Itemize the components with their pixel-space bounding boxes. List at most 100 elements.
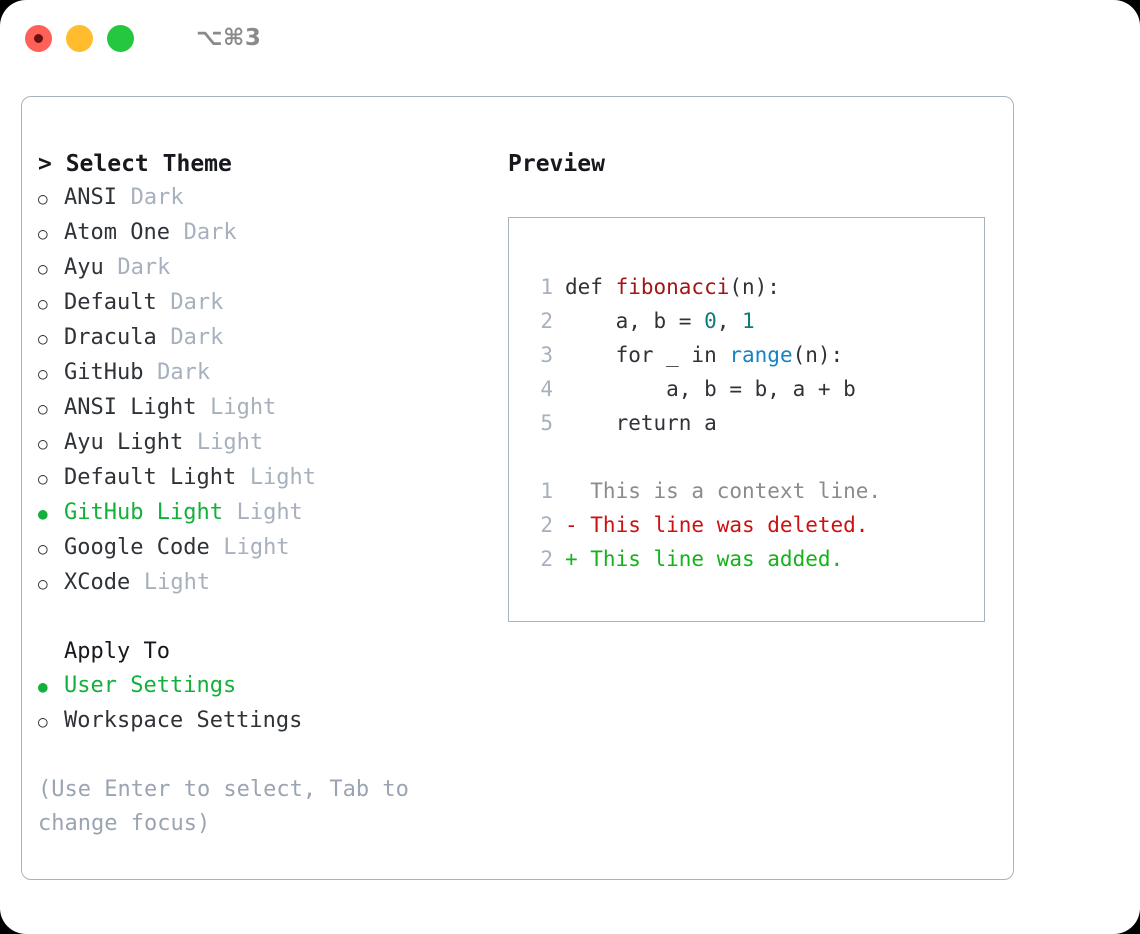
code-line: 4 a, b = b, a + b bbox=[527, 372, 984, 406]
theme-name-label: Default Light bbox=[64, 465, 237, 490]
theme-list-item[interactable]: ○ Ayu Dark bbox=[38, 251, 508, 286]
select-theme-header: > Select Theme bbox=[38, 151, 232, 177]
radio-unselected-icon: ○ bbox=[38, 259, 48, 278]
line-number: 4 bbox=[540, 377, 553, 401]
theme-name-label: Atom One bbox=[64, 220, 170, 245]
theme-kind-label: Light bbox=[143, 570, 211, 595]
apply-to-option[interactable]: ● User Settings bbox=[38, 669, 508, 704]
theme-name-label: Ayu bbox=[64, 255, 104, 280]
theme-kind-label: Dark bbox=[117, 255, 171, 280]
code-token: , bbox=[716, 309, 743, 333]
theme-kind-label: Dark bbox=[170, 290, 224, 315]
keyboard-shortcut-label: ⌥⌘3 bbox=[196, 25, 262, 51]
radio-unselected-icon: ○ bbox=[38, 574, 48, 593]
radio-unselected-icon: ○ bbox=[38, 189, 48, 208]
close-button[interactable] bbox=[25, 24, 52, 52]
title-bar: ⌥⌘3 bbox=[0, 0, 1140, 76]
code-line: 2 a, b = 0, 1 bbox=[527, 304, 984, 338]
line-number: 1 bbox=[540, 275, 553, 299]
code-line-text: a, b = 0, 1 bbox=[565, 304, 755, 338]
theme-kind-label: Light bbox=[236, 500, 303, 525]
theme-kind-label: Dark bbox=[130, 185, 184, 210]
diff-line: 1 This is a context line. bbox=[527, 474, 984, 508]
theme-list-item[interactable]: ○ ANSI Dark bbox=[38, 181, 508, 216]
diff-line: 2- This line was deleted. bbox=[527, 508, 984, 542]
code-line-text: def fibonacci(n): bbox=[565, 270, 780, 304]
code-diff-separator bbox=[527, 440, 984, 474]
apply-to-option-label: User Settings bbox=[64, 673, 237, 698]
theme-kind-label: Dark bbox=[157, 360, 211, 385]
code-line-text: for _ in range(n): bbox=[565, 338, 844, 372]
minimize-button[interactable] bbox=[66, 24, 93, 52]
radio-unselected-icon: ○ bbox=[38, 224, 48, 243]
theme-name-label: Ayu Light bbox=[64, 430, 184, 455]
maximize-button[interactable] bbox=[107, 24, 134, 52]
theme-list-item[interactable]: ○ ANSI Light Light bbox=[38, 391, 508, 426]
theme-name-label: XCode bbox=[64, 570, 131, 595]
theme-list-item[interactable]: ○ XCode Light bbox=[38, 566, 508, 601]
radio-unselected-icon: ○ bbox=[38, 434, 48, 453]
theme-kind-label: Dark bbox=[183, 220, 237, 245]
list-spacer bbox=[38, 601, 508, 635]
code-line-text: return a bbox=[565, 406, 717, 440]
theme-list-item[interactable]: ● GitHub Light Light bbox=[38, 496, 508, 531]
apply-to-label: Apply To bbox=[64, 639, 170, 664]
radio-unselected-icon: ○ bbox=[38, 294, 48, 313]
theme-kind-label: Dark bbox=[170, 325, 224, 350]
theme-list-item[interactable]: ○ Dracula Dark bbox=[38, 321, 508, 356]
theme-name-label: ANSI Light bbox=[64, 395, 197, 420]
theme-list-item[interactable]: ○ Ayu Light Light bbox=[38, 426, 508, 461]
code-token: def bbox=[565, 275, 616, 299]
theme-name-label: GitHub Light bbox=[64, 500, 223, 525]
line-number: 5 bbox=[540, 411, 553, 435]
code-token: 1 bbox=[742, 309, 755, 333]
theme-name-label: Default bbox=[64, 290, 157, 315]
code-line: 3 for _ in range(n): bbox=[527, 338, 984, 372]
traffic-light-group bbox=[25, 24, 134, 52]
theme-name-label: ANSI bbox=[64, 185, 117, 210]
line-number: 2 bbox=[540, 309, 553, 333]
radio-unselected-icon: ○ bbox=[38, 712, 48, 731]
radio-unselected-icon: ○ bbox=[38, 399, 48, 418]
theme-list-item[interactable]: ○ Atom One Dark bbox=[38, 216, 508, 251]
diff-line-text: + This line was added. bbox=[565, 547, 844, 571]
theme-kind-label: Light bbox=[210, 395, 277, 420]
keyboard-hint-text: (Use Enter to select, Tab to change focu… bbox=[38, 777, 423, 836]
line-number: 1 bbox=[540, 479, 553, 503]
theme-kind-label: Light bbox=[223, 535, 290, 560]
theme-list-item[interactable]: ○ Default Light Light bbox=[38, 461, 508, 496]
theme-name-label: Dracula bbox=[64, 325, 157, 350]
diff-line-text: - This line was deleted. bbox=[565, 513, 869, 537]
line-number: 2 bbox=[540, 547, 553, 571]
radio-unselected-icon: ○ bbox=[38, 539, 48, 558]
code-token: range bbox=[729, 343, 793, 367]
theme-list-item[interactable]: ○ Default Dark bbox=[38, 286, 508, 321]
preview-header: Preview bbox=[508, 151, 605, 177]
diff-sample: 1 This is a context line.2- This line wa… bbox=[527, 474, 984, 576]
code-token: return a bbox=[565, 411, 717, 435]
theme-kind-label: Light bbox=[249, 465, 317, 490]
radio-selected-icon: ● bbox=[38, 677, 48, 696]
code-token: a, b = b, a + b bbox=[565, 377, 856, 401]
apply-to-option-label: Workspace Settings bbox=[64, 708, 303, 733]
apply-to-option[interactable]: ○ Workspace Settings bbox=[38, 704, 508, 739]
apply-to-list[interactable]: ● User Settings ○ Workspace Settings bbox=[38, 669, 508, 739]
diff-line-text: This is a context line. bbox=[565, 479, 882, 503]
radio-unselected-icon: ○ bbox=[38, 469, 48, 488]
radio-selected-icon: ● bbox=[38, 504, 48, 523]
theme-name-label: GitHub bbox=[64, 360, 144, 385]
theme-kind-label: Light bbox=[196, 430, 264, 455]
diff-line: 2 + This line was added. bbox=[527, 542, 984, 576]
radio-unselected-icon: ○ bbox=[38, 329, 48, 348]
code-token: (n): bbox=[729, 275, 780, 299]
